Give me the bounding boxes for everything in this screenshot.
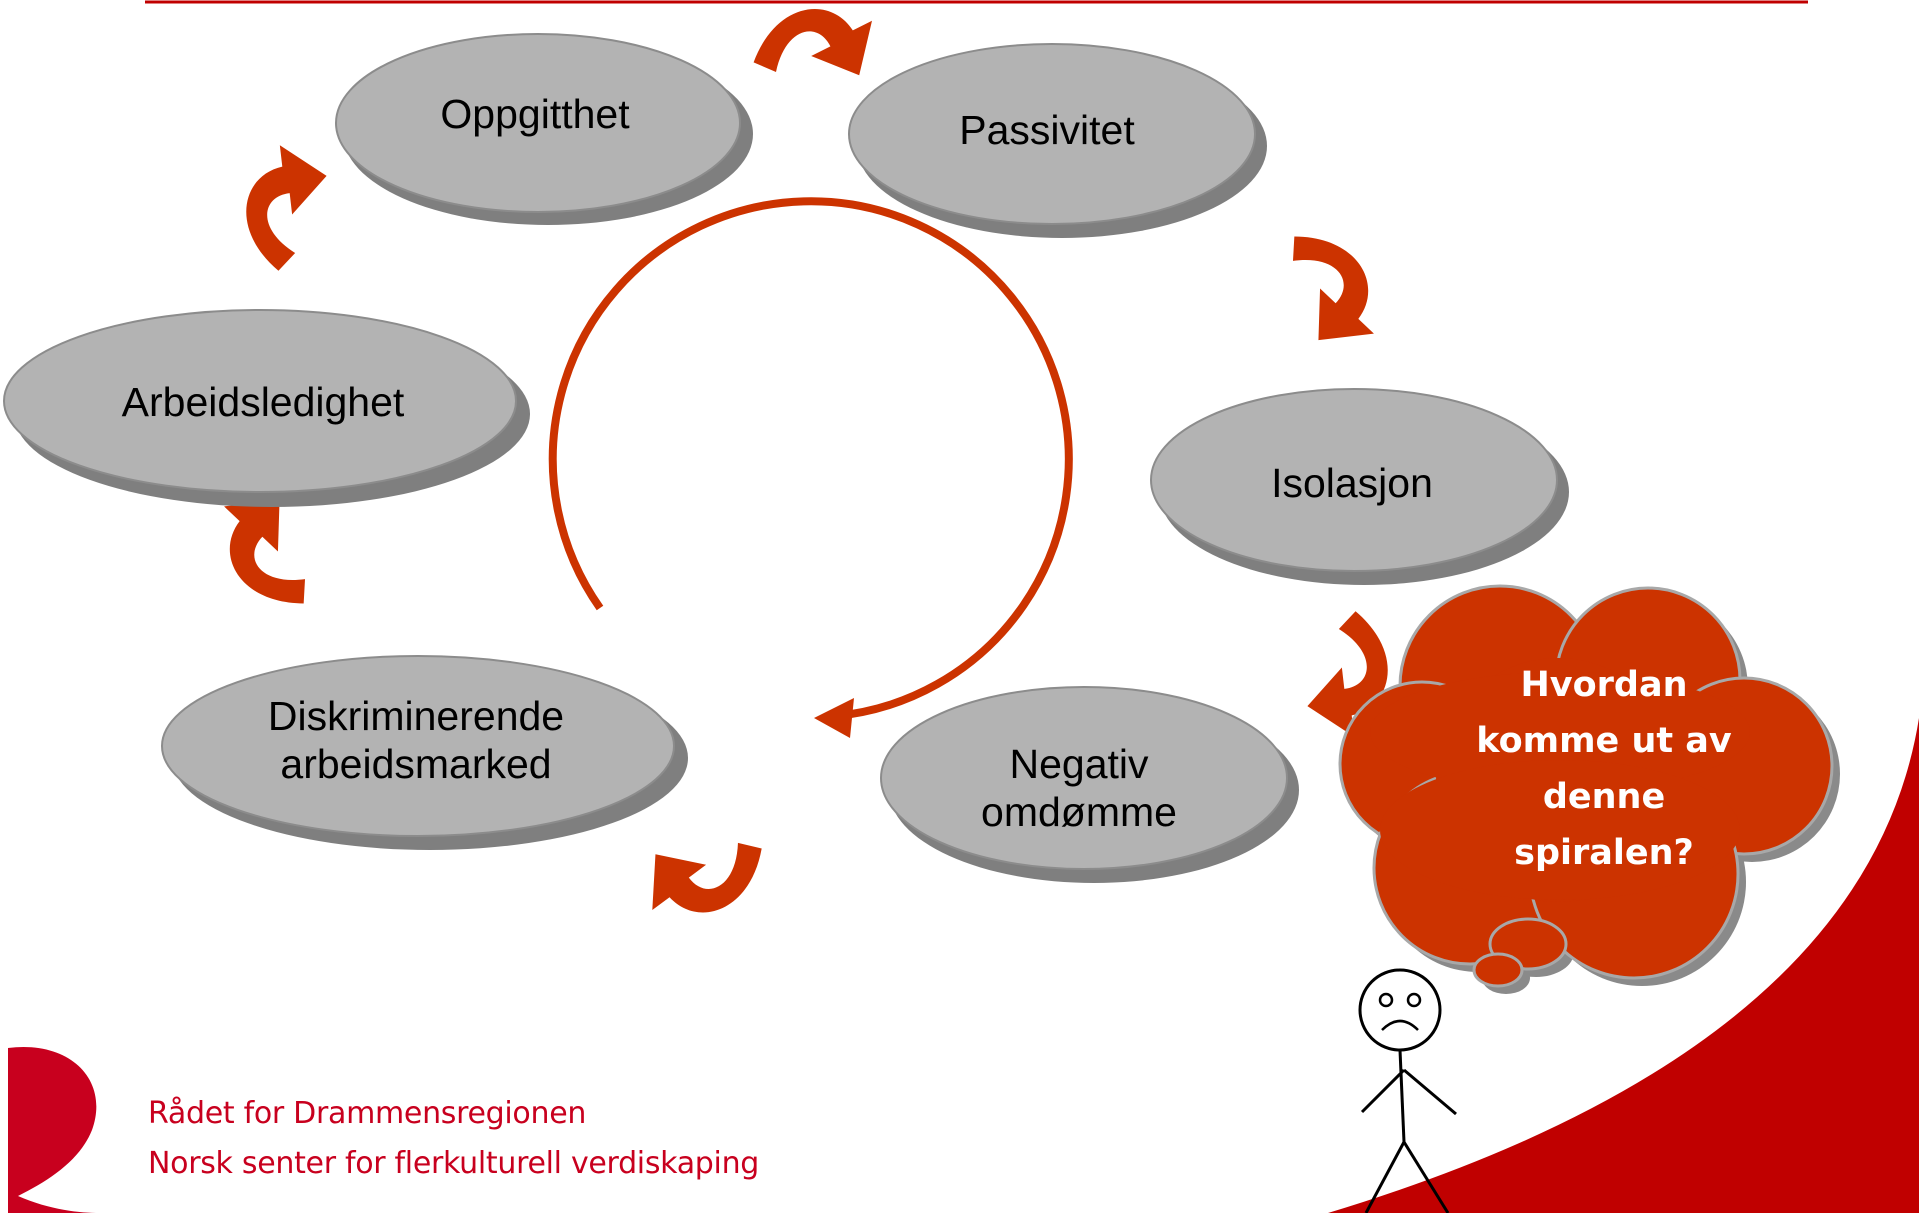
node-isolasjon: Isolasjon bbox=[1150, 388, 1569, 585]
thought-bubble-line-2: komme ut av bbox=[1476, 721, 1732, 761]
node-label-oppgitthet: Oppgitthet bbox=[440, 91, 630, 137]
thought-bubble-line-1: Hvordan bbox=[1520, 665, 1687, 705]
logo-text-line-1: Rådet for Drammensregionen bbox=[148, 1096, 587, 1131]
thought-bubble-line-3: denne bbox=[1543, 777, 1665, 817]
curved-arrow-passivitet-to-isolasjon bbox=[1282, 218, 1386, 353]
central-circle-arrow bbox=[548, 197, 1073, 720]
curved-arrow-diskriminerende-to-arbeidsledighet bbox=[212, 487, 316, 622]
node-oppgitthet: Oppgitthet bbox=[335, 33, 753, 225]
thought-bubble-trail bbox=[1472, 917, 1568, 988]
node-arbeidsledighet: Arbeidsledighet bbox=[3, 309, 530, 507]
node-label-passivitet: Passivitet bbox=[959, 107, 1135, 153]
central-circle-arrowhead bbox=[814, 698, 854, 738]
node-negativ-omdomme: Negativ omdømme bbox=[880, 686, 1299, 883]
corner-swoosh bbox=[1328, 718, 1919, 1213]
node-label-negativ-line-1: Negativ bbox=[1009, 741, 1149, 787]
node-label-diskriminerende-line-2: arbeidsmarked bbox=[280, 741, 551, 787]
thought-bubble: Hvordan komme ut av denne spiralen? bbox=[1338, 584, 1840, 994]
logo-mark bbox=[8, 1046, 100, 1213]
curved-arrow-arbeidsledighet-to-oppgitthet bbox=[228, 141, 331, 276]
logo-text-line-2: Norsk senter for flerkulturell verdiskap… bbox=[148, 1146, 760, 1181]
thought-bubble-line-4: spiralen? bbox=[1514, 833, 1694, 873]
node-label-isolasjon: Isolasjon bbox=[1271, 460, 1433, 506]
node-label-arbeidsledighet: Arbeidsledighet bbox=[122, 379, 405, 425]
sad-stick-figure bbox=[1358, 968, 1457, 1213]
curved-arrow-negativ-to-diskriminerende bbox=[642, 835, 771, 922]
node-passivitet: Passivitet bbox=[848, 43, 1267, 238]
node-label-diskriminerende-line-1: Diskriminerende bbox=[268, 693, 564, 739]
node-label-negativ-line-2: omdømme bbox=[981, 789, 1177, 835]
curved-arrow-oppgitthet-to-passivitet bbox=[753, 8, 872, 76]
node-diskriminerende-arbeidsmarked: Diskriminerende arbeidsmarked bbox=[161, 655, 688, 850]
